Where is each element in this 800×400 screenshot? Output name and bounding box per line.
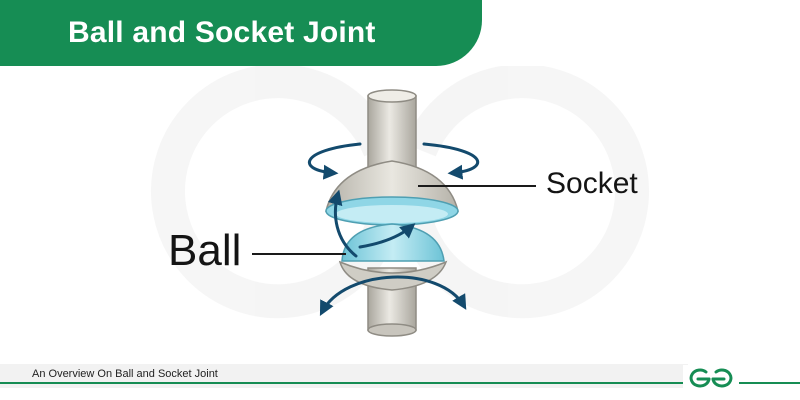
geeksforgeeks-watermark-icon bbox=[151, 64, 649, 319]
ball-head bbox=[338, 223, 448, 291]
footer-caption: An Overview On Ball and Socket Joint bbox=[32, 368, 218, 380]
socket-label: Socket bbox=[546, 167, 638, 200]
page-title: Ball and Socket Joint bbox=[68, 16, 376, 49]
footer: An Overview On Ball and Socket Joint bbox=[0, 362, 800, 400]
title-banner: Ball and Socket Joint bbox=[0, 0, 482, 66]
footer-divider bbox=[0, 382, 800, 384]
top-right-rotation-arrow bbox=[422, 142, 480, 180]
top-left-rotation-arrow bbox=[308, 142, 362, 180]
circumduction-arrow bbox=[319, 275, 467, 316]
joint-diagram: Socket Ball bbox=[0, 64, 800, 356]
geeksforgeeks-logo-icon bbox=[683, 365, 739, 393]
socket-cap bbox=[325, 160, 459, 226]
flexion-arrow bbox=[327, 189, 358, 258]
ball-rotation-arrow bbox=[358, 223, 416, 249]
caption-strip bbox=[0, 364, 688, 388]
ball-label: Ball bbox=[168, 226, 242, 275]
